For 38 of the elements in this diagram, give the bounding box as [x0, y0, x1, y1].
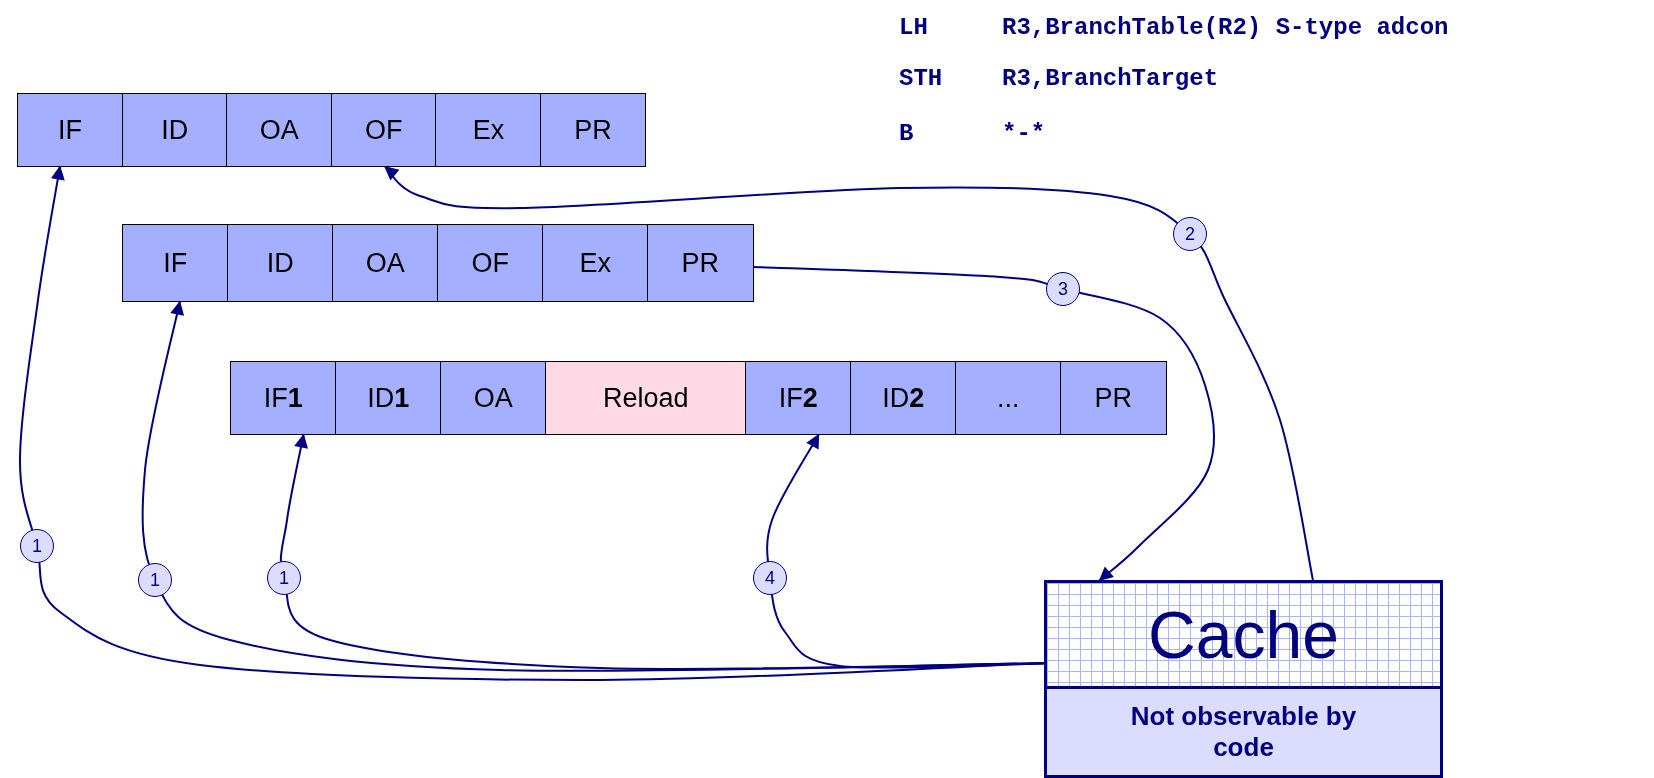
pipeline-stage-cell: OA	[226, 93, 333, 167]
pipeline-stage-cell: PR	[1060, 361, 1167, 435]
code-operand: *-*	[1002, 120, 1046, 147]
pipeline-stage-cell: PR	[540, 93, 647, 167]
pipeline-stage-cell: Ex	[435, 93, 542, 167]
code-mnemonic: B	[899, 120, 914, 147]
pipeline-stage-cell: ID2	[850, 361, 957, 435]
cache-box	[1044, 580, 1443, 778]
cache-note: Not observable by code	[1129, 700, 1358, 764]
pipeline-stage-cell: ID	[121, 93, 228, 167]
pipeline-stage-cell: OF	[330, 93, 437, 167]
edge-label: 1	[138, 563, 172, 597]
code-operand: R3,BranchTable(R2) S-type adcon	[1002, 14, 1449, 41]
pipeline-stage-cell: Ex	[542, 224, 649, 302]
pipeline-stage-cell: OF	[437, 224, 544, 302]
cache-title: Cache	[1148, 596, 1339, 673]
code-mnemonic: STH	[899, 65, 943, 92]
pipeline-stage-cell: OA	[440, 361, 547, 435]
pipeline-stage-cell: OA	[332, 224, 439, 302]
pipeline-stage-cell: PR	[647, 224, 754, 302]
pipeline-stage-cell: ...	[955, 361, 1062, 435]
pipeline-stage-cell: ID1	[335, 361, 442, 435]
pipeline-stage-cell: ID	[227, 224, 334, 302]
edge-label: 1	[20, 529, 54, 563]
pipeline-stage-cell: IF2	[745, 361, 852, 435]
edge-label: 3	[1046, 272, 1080, 306]
code-operand: R3,BranchTarget	[1002, 65, 1219, 92]
pipeline-stage-cell: IF	[122, 224, 229, 302]
arrow	[753, 265, 1215, 581]
edge-label: 4	[753, 561, 787, 595]
arrow	[384, 166, 1314, 581]
pipeline-stage-cell: IF1	[230, 361, 337, 435]
reload-stage-cell: Reload	[545, 361, 747, 435]
code-mnemonic: LH	[899, 14, 928, 41]
edge-label: 2	[1173, 217, 1207, 251]
edge-label: 1	[267, 561, 301, 595]
arrow	[766, 433, 1045, 669]
pipeline-stage-cell: IF	[17, 93, 124, 167]
